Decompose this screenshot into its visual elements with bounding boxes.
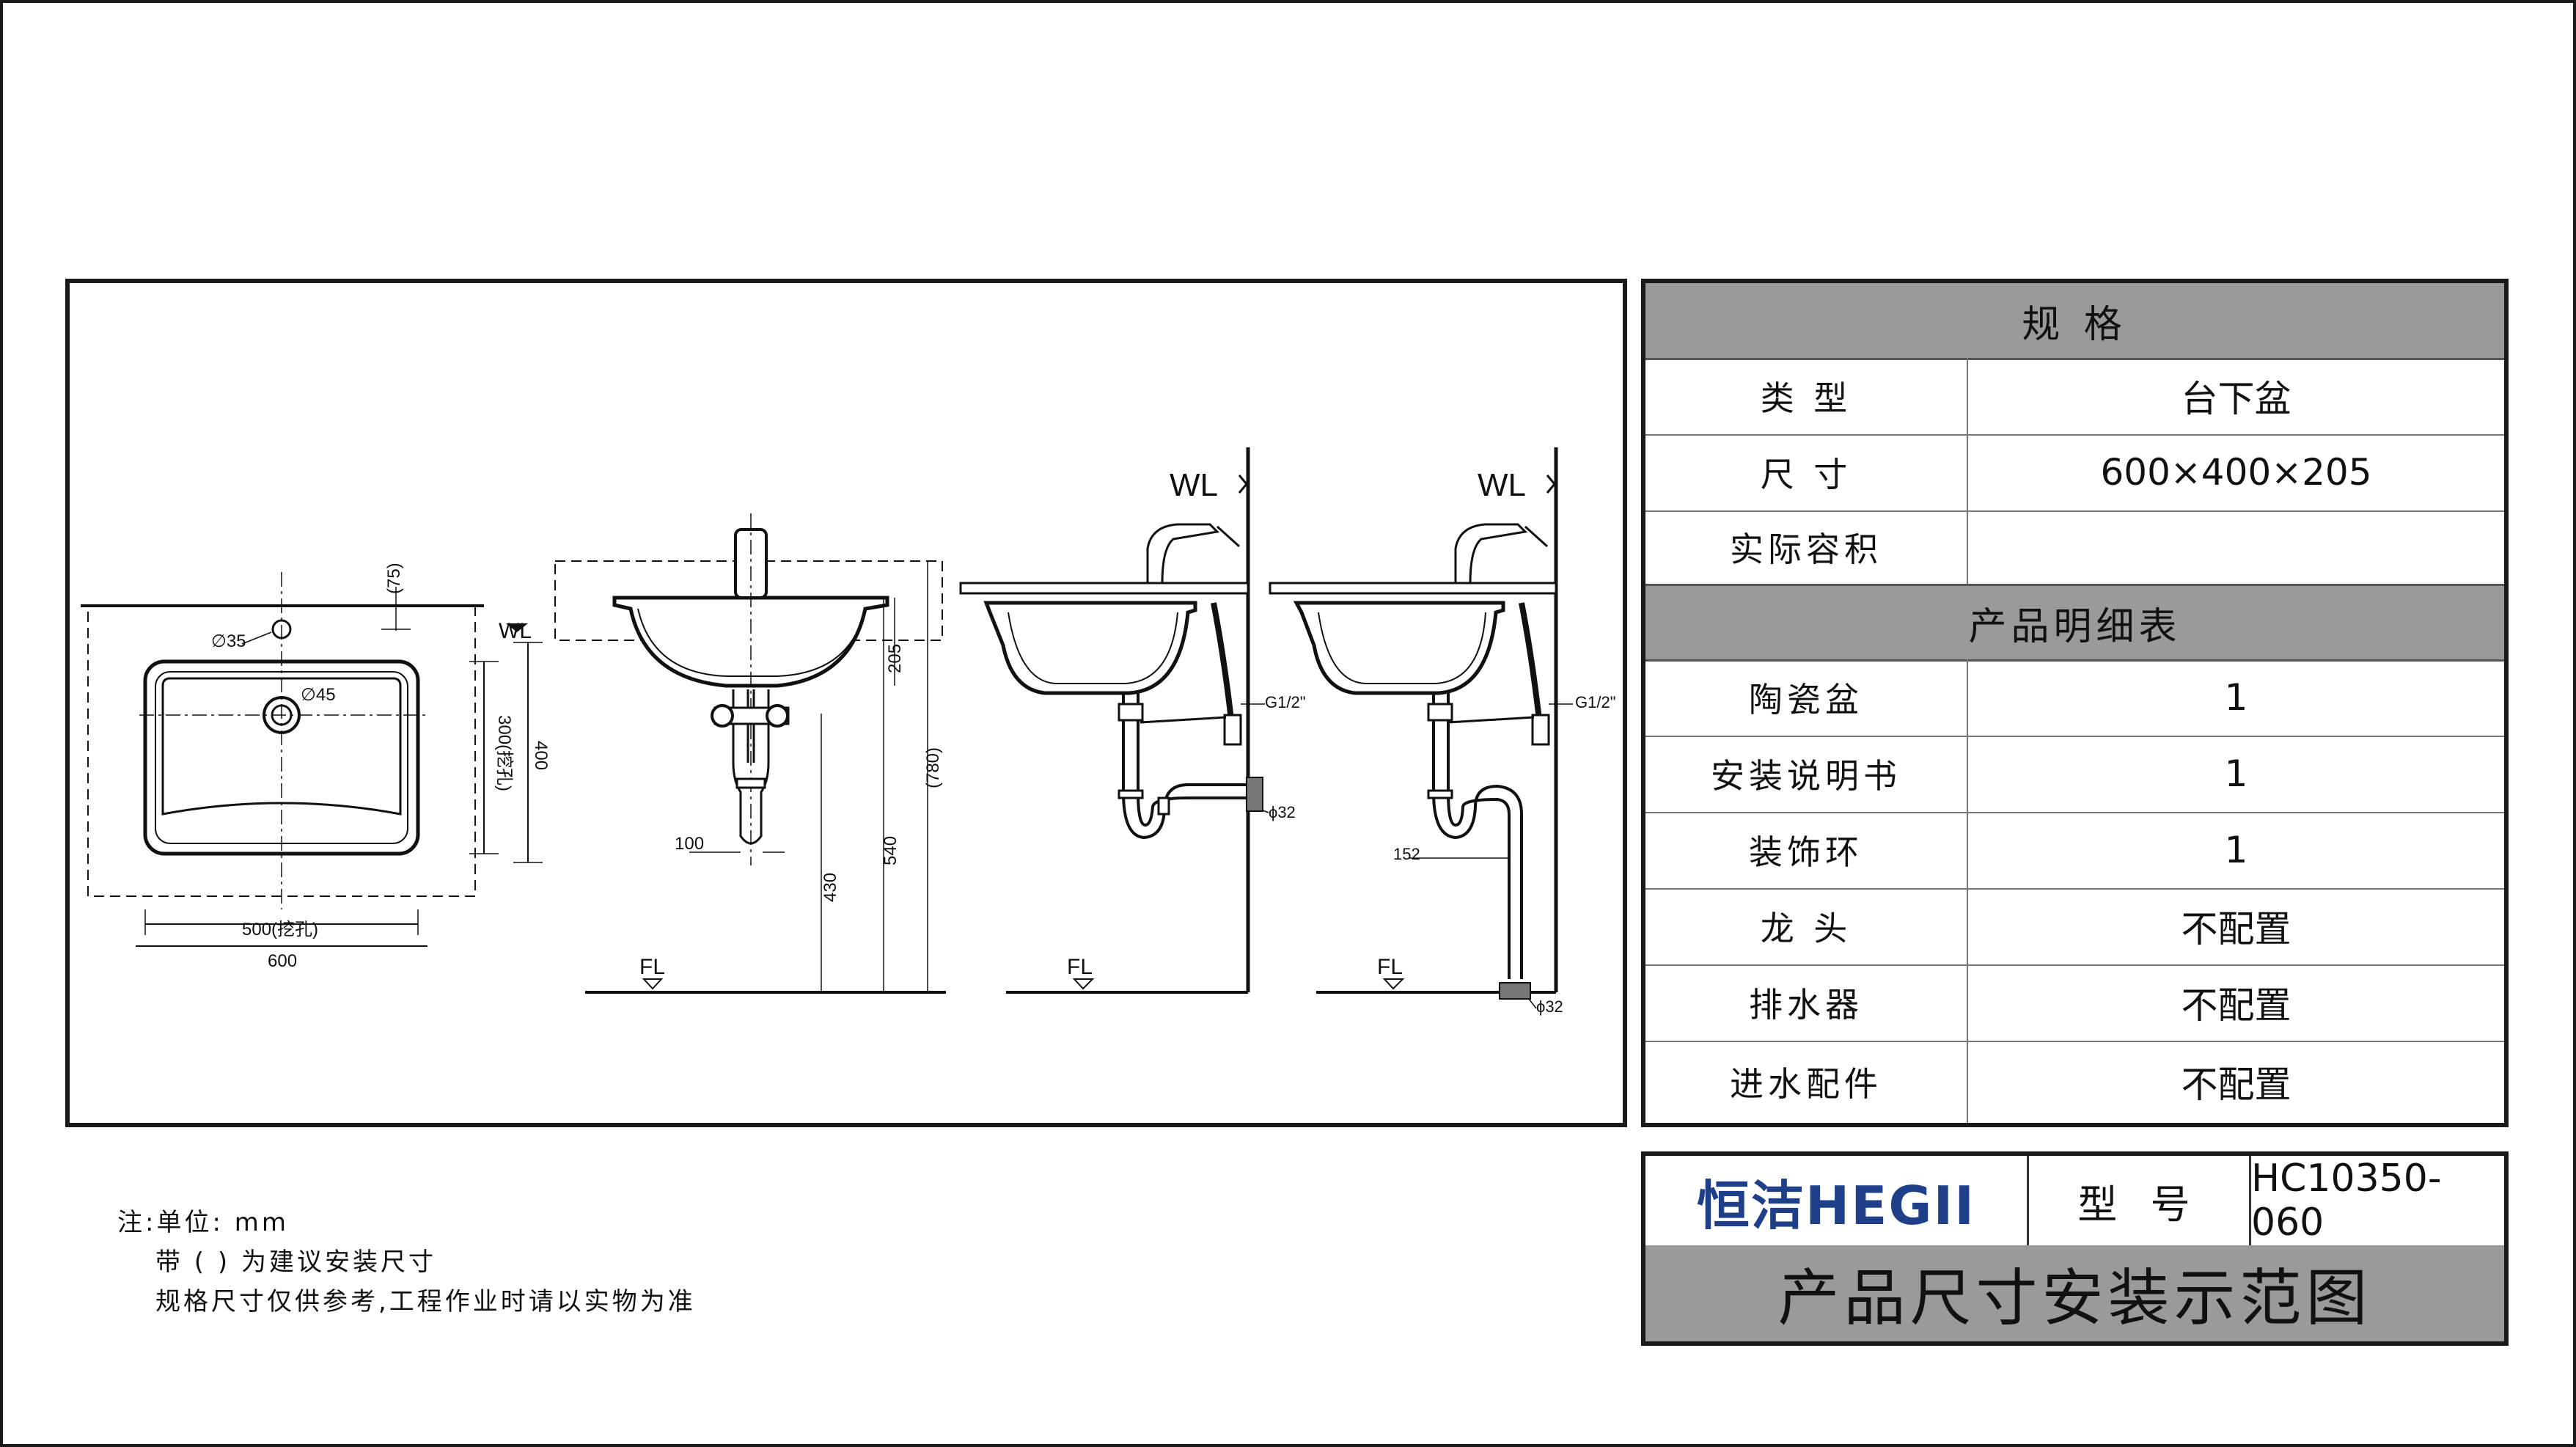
note-reference: 规格尺寸仅供参考,工程作业时请以实物为准 <box>155 1287 696 1316</box>
label-phi32-1: ϕ32 <box>1269 803 1296 821</box>
part-value: 不配置 <box>2181 984 2291 1027</box>
label-d500: 500(挖孔) <box>242 920 318 939</box>
spec-row-type: 类 型 台下盆 <box>1645 358 2504 436</box>
front-view-labels: 205 (780) 540 430 100 FL <box>639 644 943 979</box>
floor-drain-flange <box>1499 982 1531 1000</box>
label-d35: ∅35 <box>211 631 246 651</box>
model-number: HC10350-060 <box>2251 1157 2442 1245</box>
spec-value <box>1968 510 2504 584</box>
part-label: 安装说明书 <box>1645 736 1968 812</box>
label-g12-1: G1/2" <box>1265 693 1306 711</box>
spec-heading-text: 规 格 <box>2022 302 2128 347</box>
spec-label: 类 型 <box>1645 358 1968 434</box>
side-view-wall-drain-labels: WL G1/2" ϕ32 FL <box>1067 467 1306 979</box>
part-value: 1 <box>2224 676 2248 719</box>
spec-value: 台下盆 <box>2181 378 2291 420</box>
notes: 注:单位: mm 带 ( ) 为建议安装尺寸 规格尺寸仅供参考,工程作业时请以实… <box>117 1203 696 1322</box>
parts-row: 排水器 不配置 <box>1645 964 2504 1042</box>
label-fl-front: FL <box>639 955 665 979</box>
label-phi32-2: ϕ32 <box>1536 997 1563 1016</box>
drawing-title: 产品尺寸安装示范图 <box>1645 1245 2504 1341</box>
plan-view <box>81 572 543 947</box>
label-wl-2: WL <box>1478 467 1526 503</box>
brand-logo: 恒洁HEGII <box>1645 1156 2029 1245</box>
label-d152: 152 <box>1393 845 1420 863</box>
parts-heading: 产品明细表 <box>1645 584 2504 662</box>
faucet-side-1 <box>1146 523 1220 585</box>
parts-row: 进水配件 不配置 <box>1645 1041 2504 1123</box>
part-value: 1 <box>2224 752 2248 795</box>
spec-label: 实际容积 <box>1645 510 1968 584</box>
faucet-side-2 <box>1454 523 1528 585</box>
title-block: 恒洁HEGII 型 号 HC10350-060 产品尺寸安装示范图 <box>1641 1151 2509 1346</box>
spec-value: 600×400×205 <box>2100 451 2372 494</box>
spec-label: 尺 寸 <box>1645 434 1968 510</box>
side-view-floor-drain <box>1269 447 1573 1009</box>
note-suggested: 带 ( ) 为建议安装尺寸 <box>155 1248 436 1277</box>
plan-view-labels: ∅35 ∅45 (75) WL 500(挖孔) 600 300(挖孔) 400 <box>211 563 551 971</box>
label-d780: (780) <box>923 747 943 788</box>
part-label: 进水配件 <box>1645 1041 1968 1123</box>
label-wl-plan: WL <box>499 619 532 643</box>
title-block-top-row: 恒洁HEGII 型 号 HC10350-060 <box>1645 1156 2504 1248</box>
parts-row: 安装说明书 1 <box>1645 736 2504 813</box>
spec-table: 规 格 类 型 台下盆 尺 寸 600×400×205 实际容积 产品明细表 陶… <box>1641 279 2509 1127</box>
part-value: 不配置 <box>2181 1063 2291 1106</box>
label-d300: 300(挖孔) <box>494 715 514 791</box>
label-d400: 400 <box>531 741 551 770</box>
part-value: 不配置 <box>2181 908 2291 950</box>
label-d600: 600 <box>268 951 297 971</box>
label-d540: 540 <box>881 836 900 865</box>
spec-row-capacity: 实际容积 <box>1645 510 2504 584</box>
label-d205: 205 <box>885 644 905 673</box>
part-label: 排水器 <box>1645 964 1968 1041</box>
spec-heading: 规 格 <box>1645 283 2504 360</box>
label-d75: (75) <box>384 563 404 594</box>
part-label: 龙 头 <box>1645 888 1968 964</box>
part-label: 装饰环 <box>1645 812 1968 888</box>
model-label: 型 号 <box>2029 1156 2251 1245</box>
side-view-floor-drain-labels: WL G1/2" ϕ32 152 FL <box>1377 467 1616 1016</box>
label-fl-2: FL <box>1377 955 1403 979</box>
front-view <box>554 513 946 994</box>
parts-row: 陶瓷盆 1 <box>1645 659 2504 737</box>
label-wl-1: WL <box>1170 467 1218 503</box>
drawing-frame <box>65 279 1627 1127</box>
label-d430: 430 <box>821 873 840 902</box>
wall-drain-flange <box>1246 777 1263 812</box>
parts-row: 龙 头 不配置 <box>1645 888 2504 966</box>
part-label: 陶瓷盆 <box>1645 659 1968 736</box>
label-g12-2: G1/2" <box>1575 693 1616 711</box>
label-d45: ∅45 <box>301 685 336 705</box>
part-value: 1 <box>2224 829 2248 871</box>
label-fl-1: FL <box>1067 955 1093 979</box>
spec-row-size: 尺 寸 600×400×205 <box>1645 434 2504 512</box>
parts-heading-text: 产品明细表 <box>1968 604 2181 649</box>
note-unit: 注:单位: mm <box>117 1208 289 1237</box>
parts-row: 装饰环 1 <box>1645 812 2504 890</box>
label-d100: 100 <box>675 834 704 854</box>
side-view-wall-drain <box>959 447 1269 994</box>
